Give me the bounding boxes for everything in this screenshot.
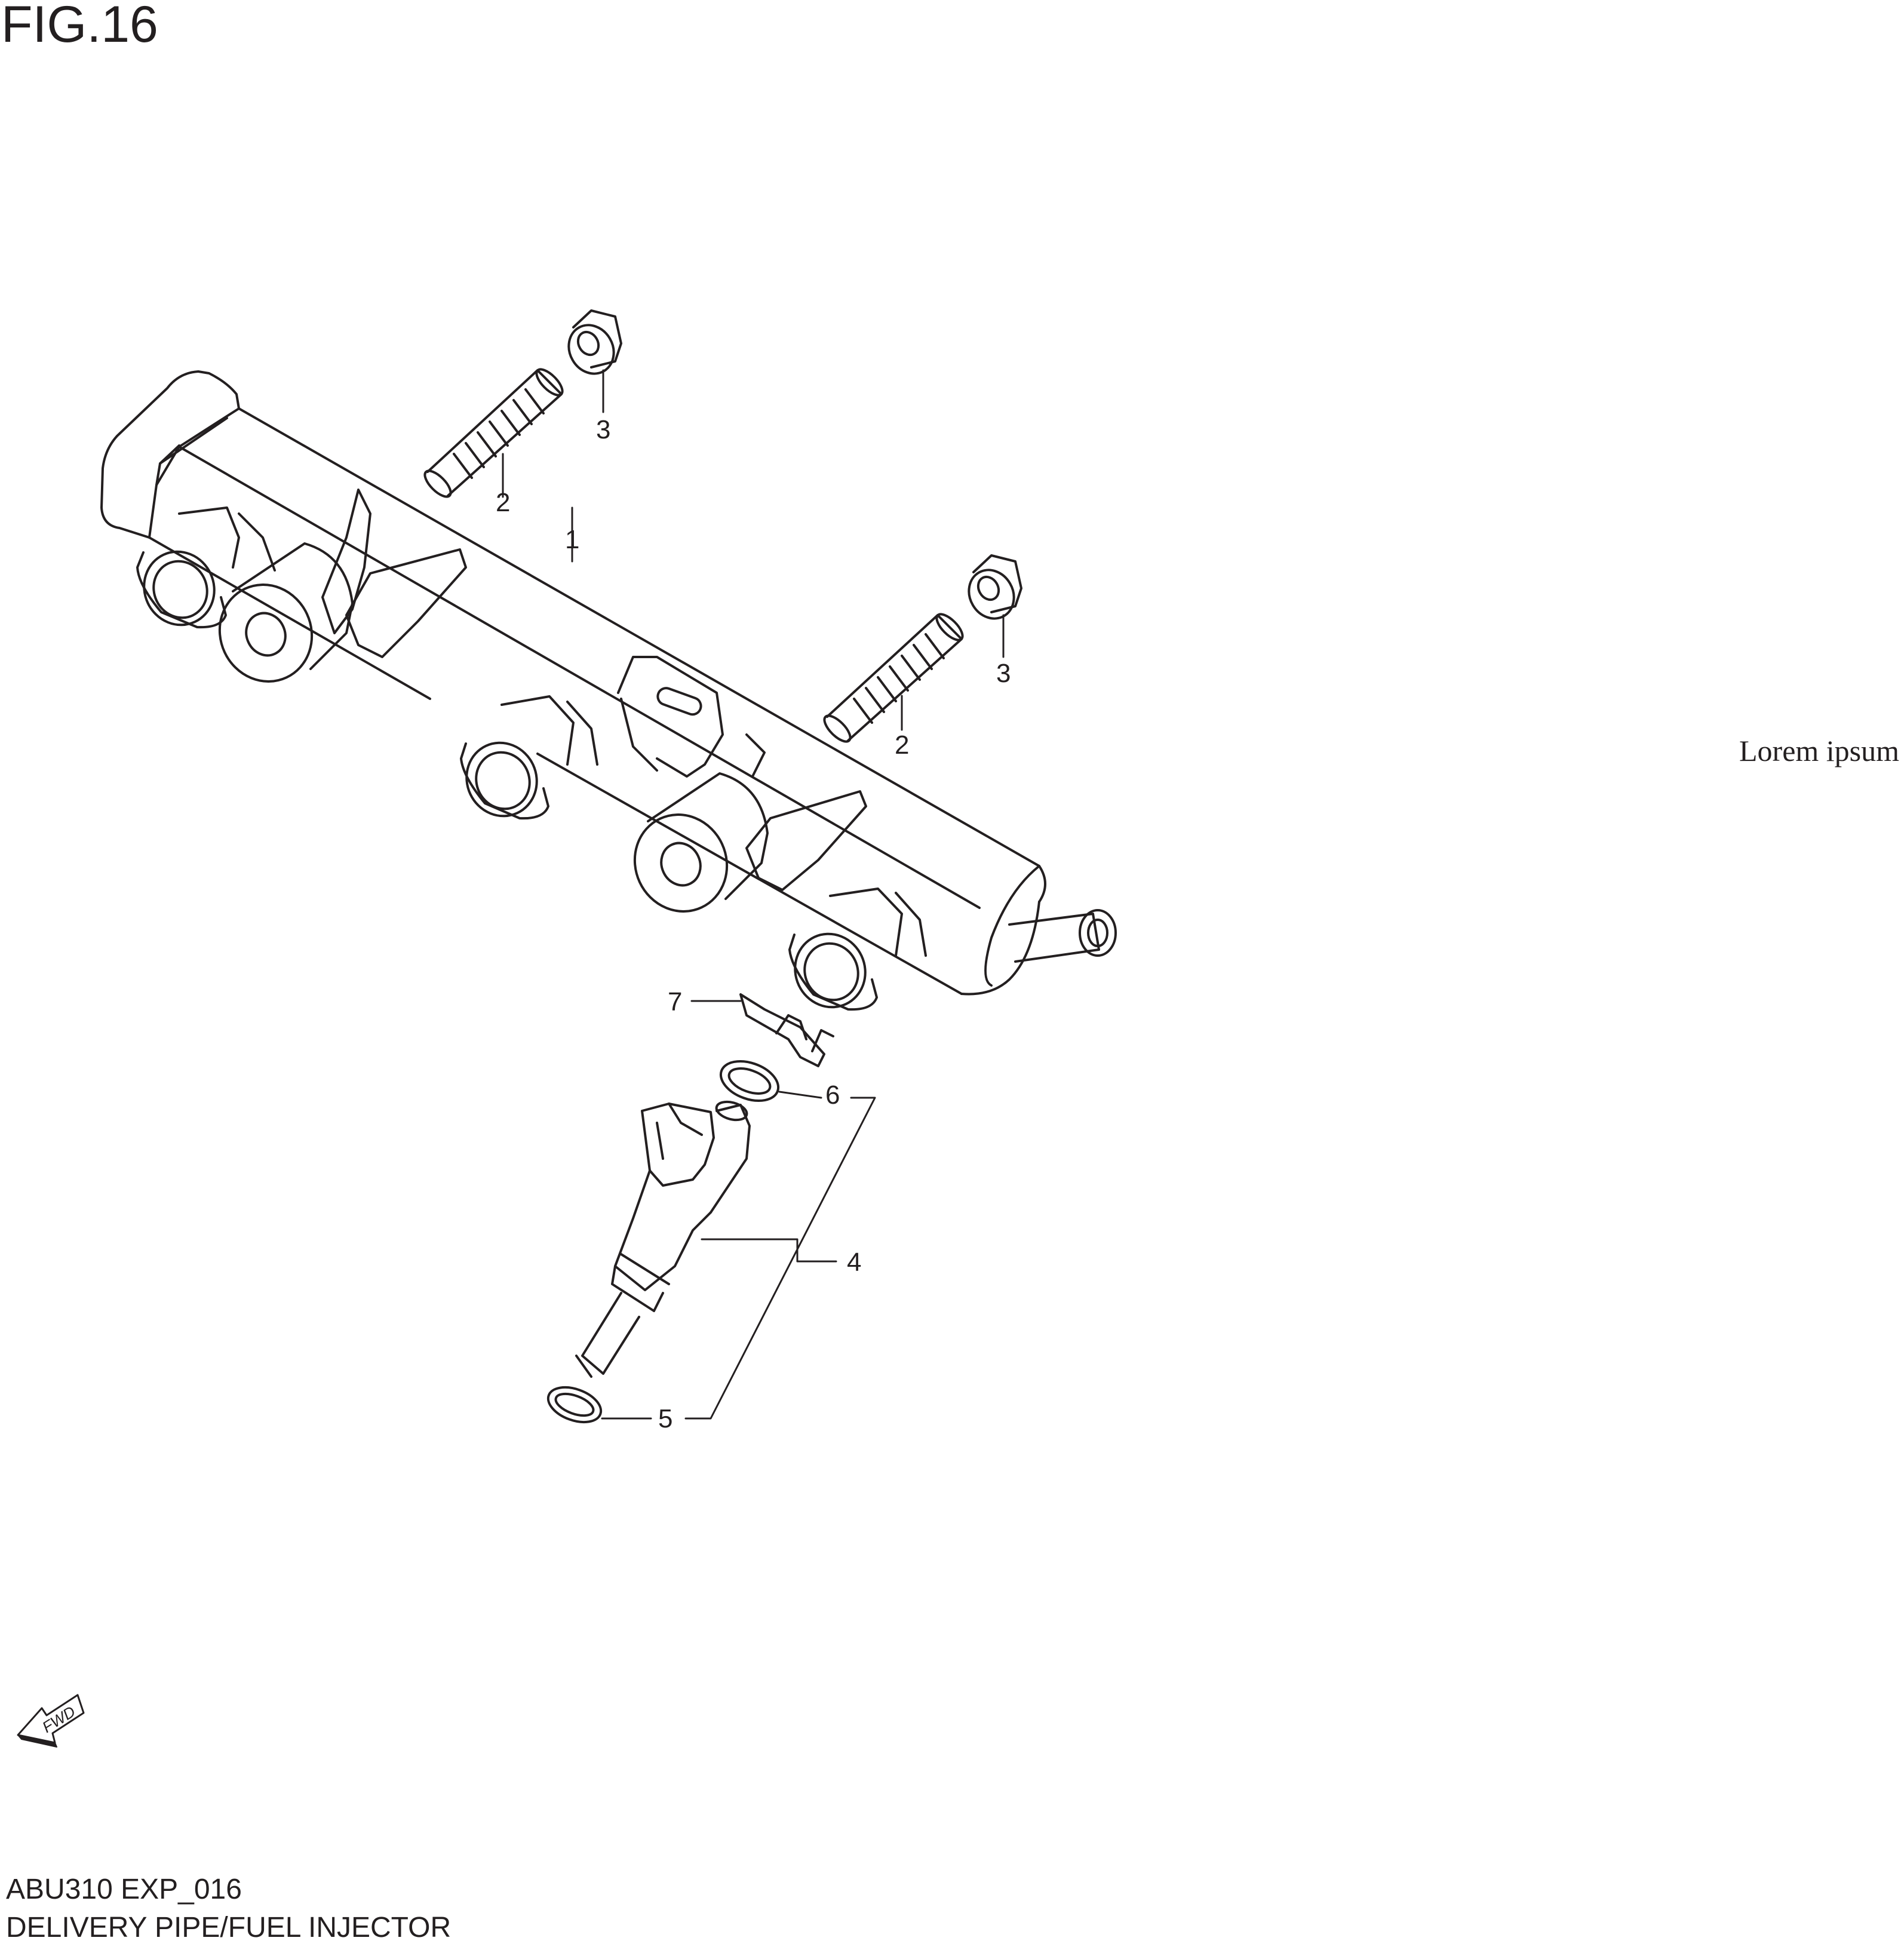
callout-2-lower: 2 (895, 730, 909, 760)
injector-clip (739, 993, 834, 1067)
injector-socket-3 (788, 888, 927, 1011)
callout-labels: 1 2 2 3 3 4 5 6 7 (496, 415, 1011, 1433)
drawing-code: ABU310 EXP_016 (6, 1874, 242, 1905)
stud-bolt-upper (423, 368, 564, 498)
callout-1: 1 (565, 525, 579, 554)
callout-5: 5 (658, 1404, 672, 1433)
figure-title: FIG.16 (1, 0, 158, 53)
stud-bolt-lower (823, 613, 964, 743)
flange-nut-upper (567, 309, 622, 375)
callout-6: 6 (825, 1080, 840, 1110)
fwd-arrow-icon: FWD (17, 1694, 85, 1748)
injector-socket-2 (460, 695, 598, 820)
o-ring-upper (719, 1060, 780, 1102)
callout-4: 4 (847, 1248, 861, 1277)
mounting-boss-2 (633, 772, 769, 913)
callout-3-lower: 3 (996, 659, 1011, 688)
o-ring-lower (546, 1386, 603, 1424)
callout-7: 7 (668, 987, 682, 1017)
side-text: Lorem ipsum (1739, 734, 1900, 767)
center-bracket (617, 656, 724, 778)
pipe-fins (321, 489, 867, 891)
callout-2-upper: 2 (496, 488, 510, 517)
delivery-pipe (100, 370, 1117, 996)
drawing-name: DELIVERY PIPE/FUEL INJECTOR (6, 1912, 452, 1943)
leader-lines (502, 369, 1005, 1420)
flange-nut-lower (968, 554, 1022, 620)
callout-3-upper: 3 (596, 415, 610, 444)
fuel-injector (575, 1100, 751, 1378)
